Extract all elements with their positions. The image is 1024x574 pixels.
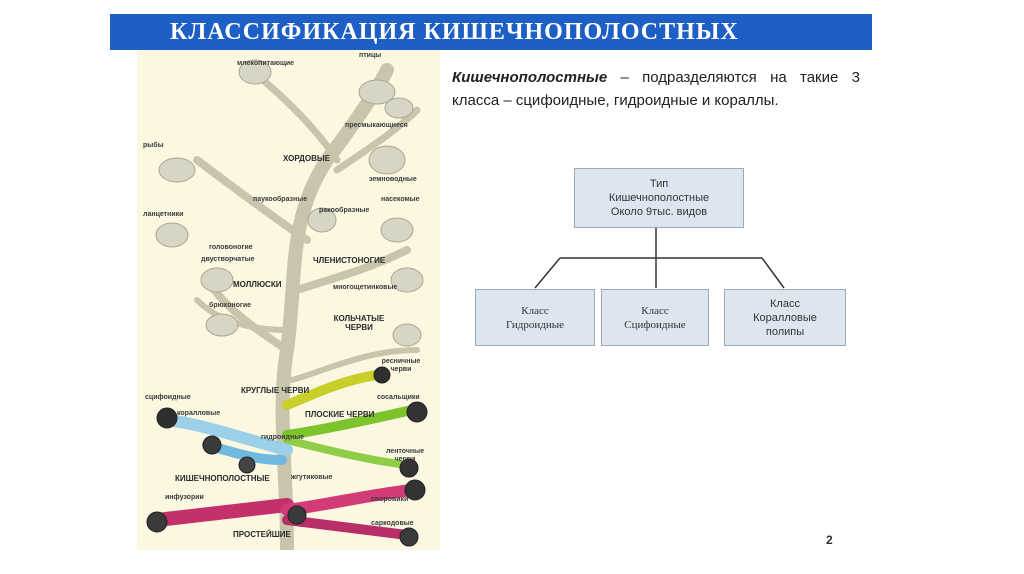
label-bivalves: двустворчатые <box>201 256 255 263</box>
tree-branch <box>333 106 421 174</box>
tree-branch <box>253 71 341 164</box>
class-hydroid-line-2: Гидроидные <box>505 318 565 331</box>
label-scyphozoans: сцифоидные <box>145 394 191 401</box>
label-amphibians: земноводные <box>369 176 417 183</box>
organism-flagellate <box>287 505 307 525</box>
label-cephalopods: головоногие <box>209 244 253 251</box>
organism-tapeworm <box>399 458 419 478</box>
label-flatworms: ПЛОСКИЕ ЧЕРВИ <box>305 410 375 419</box>
tree-branch <box>289 347 420 383</box>
label-roundworms: КРУГЛЫЕ ЧЕРВИ <box>241 386 310 395</box>
label-flagellates: жгутиковые <box>291 474 333 481</box>
organism-amphibian <box>368 145 406 175</box>
class-coral-line-2: Коралловые <box>753 311 817 324</box>
label-reptiles: пресмыкающиеся <box>345 122 408 129</box>
branch-flatworms-2 <box>283 436 411 469</box>
class-coral-line-1: Класс <box>770 297 800 310</box>
label-birds: птицы <box>359 52 382 59</box>
label-ciliates: инфузории <box>165 494 204 501</box>
label-sarcodines: саркодовые <box>371 520 414 527</box>
label-corals: коралловые <box>177 410 221 417</box>
root-line-3: Около 9тыс. видов <box>610 206 708 218</box>
organism-bird <box>358 79 396 105</box>
class-scyphoid-line-1: Класс <box>641 304 669 317</box>
organism-scyphozoa <box>156 407 178 429</box>
label-polychaetes: многощетинковые <box>333 284 398 291</box>
title-bar: КЛАССИФИКАЦИЯ КИШЕЧНОПОЛОСТНЫХ <box>110 14 872 50</box>
label-tapeworms: ленточные черви <box>385 448 425 463</box>
organism-reptile <box>384 97 414 119</box>
intro-paragraph: Кишечнополостные – подразделяются на так… <box>452 66 860 136</box>
class-hydroid-box: Класс Гидроидные <box>475 289 595 346</box>
label-arthropods: ЧЛЕНИСТОНОГИЕ <box>313 256 386 265</box>
organism-lancelet <box>155 222 189 248</box>
connector-hydroid <box>534 257 561 289</box>
organism-fish <box>158 157 196 183</box>
root-line-2: Кишечнополостные <box>608 192 710 204</box>
branch-flatworms <box>282 405 417 440</box>
organism-insect <box>380 217 414 243</box>
class-hydroid-line-1: Класс <box>521 304 549 317</box>
page-number: 2 <box>826 533 833 547</box>
organism-fluke <box>406 401 428 423</box>
organism-mammal <box>238 59 272 85</box>
organism-hydroid <box>238 456 256 474</box>
organism-crustacean <box>390 267 424 293</box>
class-scyphoid-line-2: Сцифоидные <box>624 318 686 331</box>
class-coral-box: Класс Коралловые полипы <box>724 289 846 346</box>
organism-gastropod <box>205 313 239 337</box>
label-ciliated-worms: ресничные черви <box>381 358 421 373</box>
label-flukes: сосальщики <box>377 394 420 401</box>
tree-drawing <box>146 59 428 550</box>
diagram-root-box: Тип Кишечнополостные Около 9тыс. видов <box>574 168 744 228</box>
organism-annelid <box>392 323 422 347</box>
label-crustaceans: ракообразные <box>319 207 370 214</box>
connector-coral <box>761 257 785 289</box>
label-sporozoans: споровики <box>371 496 409 503</box>
label-gastropods: брюхоногие <box>209 302 252 309</box>
class-scyphoid-box: Класс Сцифоидные <box>601 289 709 346</box>
organism-cephalopod <box>200 267 234 293</box>
branch-protozoa <box>150 498 294 527</box>
label-mollusks: МОЛЛЮСКИ <box>233 280 282 289</box>
label-fish: рыбы <box>143 142 164 149</box>
slide-title: КЛАССИФИКАЦИЯ КИШЕЧНОПОЛОСТНЫХ <box>170 19 739 45</box>
intro-lead-term: Кишечнополостные <box>452 69 608 86</box>
organism-sarcodine <box>399 527 419 547</box>
branch-cnidaria <box>161 414 293 456</box>
label-insects: насекомые <box>381 196 420 203</box>
label-mammals: млекопитающие <box>237 60 295 67</box>
label-cnidarians: КИШЕЧНОПОЛОСТНЫЕ <box>175 474 270 483</box>
root-line-1: Тип <box>649 178 669 190</box>
label-annelids: КОЛЬЧАТЫЕ ЧЕРВИ <box>333 314 385 332</box>
organism-coral <box>202 435 222 455</box>
phylogenetic-tree-illustration: млекопитающие птицы пресмыкающиеся рыбы … <box>137 50 440 550</box>
label-chordates: ХОРДОВЫЕ <box>283 154 331 163</box>
label-arachnids: паукообразные <box>253 196 308 203</box>
organism-ciliated-worm <box>373 366 391 384</box>
organism-ciliate <box>146 511 168 533</box>
label-protozoa: ПРОСТЕЙШИЕ <box>233 530 291 539</box>
label-lancelets: ланцетники <box>143 211 184 218</box>
branch-roundworms <box>282 370 382 410</box>
label-hydroids: гидроидные <box>261 434 305 441</box>
class-coral-line-3: полипы <box>765 325 805 338</box>
organism-sporozoan <box>404 479 426 501</box>
tree-branch <box>193 156 311 244</box>
intro-text: – подразделяются на такие 3 класса – сци… <box>452 69 860 109</box>
tree-branch <box>293 246 411 294</box>
organism-spider <box>307 207 337 233</box>
